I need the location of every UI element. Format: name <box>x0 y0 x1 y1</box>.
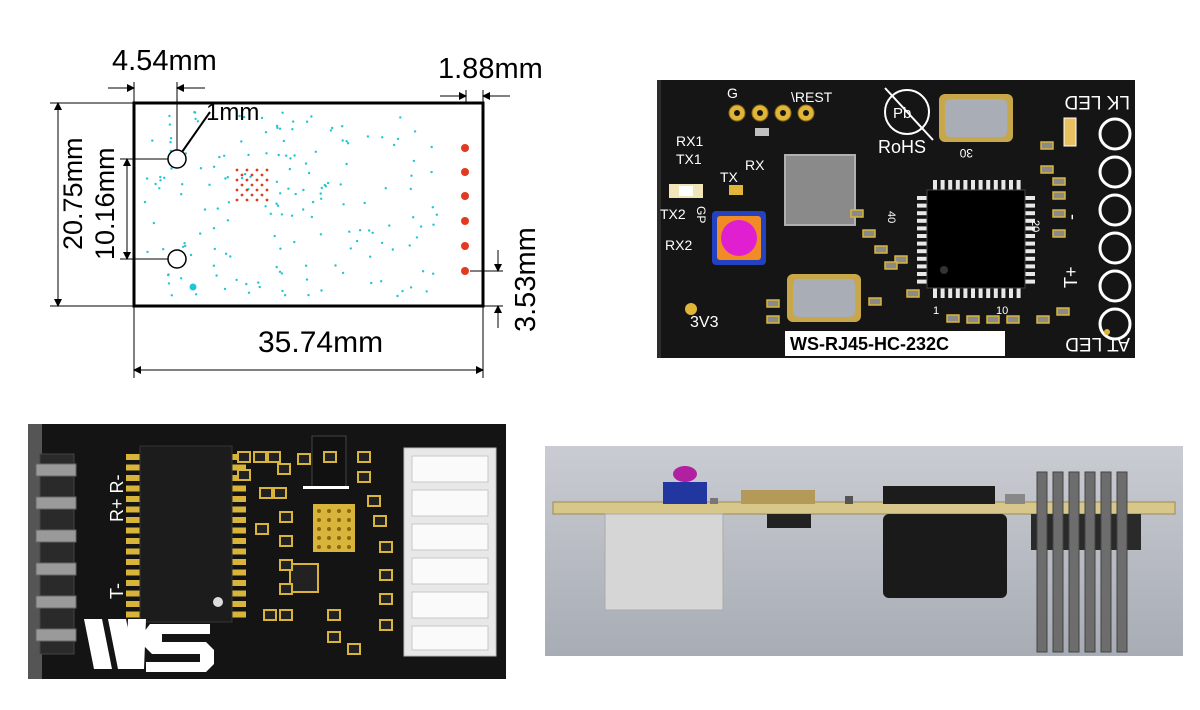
mcu-chip <box>784 154 856 226</box>
dim-height: 20.75mm <box>58 137 88 250</box>
label-gp: GP <box>694 206 708 223</box>
dimension-drawing: 4.54mm 1.88mm 1mm 20.75mm 10.16mm 3.53mm… <box>0 0 600 390</box>
ethernet-chip <box>917 180 1035 298</box>
side-view-svg <box>545 446 1183 656</box>
label-1: 1 <box>933 305 939 317</box>
svg-text:Pb: Pb <box>893 105 911 122</box>
label-at-led: AT LED <box>1065 333 1130 354</box>
label-lk-led: LK LED <box>1065 91 1130 112</box>
dim-pin-offset: 3.53mm <box>510 227 542 332</box>
board-name: WS-RJ45-HC-232C <box>790 334 949 354</box>
rohs-pb-icon <box>884 87 934 141</box>
chip-dots <box>235 168 269 202</box>
side-pin-header <box>1031 471 1141 653</box>
label-minus: - <box>1061 214 1081 220</box>
rs232-transceiver-chip <box>126 445 246 623</box>
dim-left-offset: 4.54mm <box>112 45 217 77</box>
pcb-bottom-svg: R+ R- T- <box>28 424 506 679</box>
dim-width: 35.74mm <box>258 326 383 359</box>
pcb-top-render: G \REST Pb RoHS 30 LK LED T+ - AT LED RX… <box>657 80 1135 358</box>
label-rest: \REST <box>791 89 833 105</box>
pin-column <box>461 144 469 275</box>
label-tx1: TX1 <box>676 151 702 167</box>
label-rohs: RoHS <box>878 137 926 157</box>
dim-right-offset: 1.88mm <box>438 53 543 85</box>
label-tplus: T+ <box>1061 266 1081 288</box>
side-view-render <box>545 446 1183 656</box>
mount-hole-bottom <box>167 249 187 269</box>
ws-logo <box>84 619 214 672</box>
dimension-drawing-svg: 4.54mm 1.88mm 1mm 20.75mm 10.16mm 3.53mm… <box>50 45 543 378</box>
label-3v3: 3V3 <box>690 314 719 331</box>
dim-hole-spacing: 10.16mm <box>90 147 120 260</box>
side-rj45 <box>604 513 724 611</box>
label-20: 20 <box>1029 220 1041 232</box>
label-40: 40 <box>885 211 897 223</box>
via-dots <box>143 111 438 298</box>
label-rx: RX <box>745 157 765 173</box>
label-tminus: T- <box>107 583 127 599</box>
smd-components-bottom <box>237 451 393 655</box>
mount-hole-top <box>167 149 187 169</box>
label-tx2: TX2 <box>660 206 686 222</box>
label-g: G <box>727 85 738 101</box>
board-outline <box>132 101 485 308</box>
board-name-plate <box>785 331 1005 356</box>
label-30: 30 <box>959 146 973 160</box>
rj45-connector-bottom <box>403 447 497 657</box>
label-rx1: RX1 <box>676 133 703 149</box>
smd-components <box>766 141 1070 324</box>
dim-hole: 1mm <box>206 99 259 126</box>
pin-header-right <box>1098 117 1132 341</box>
pcb-bottom-render: R+ R- T- <box>28 424 506 679</box>
pin-header-left <box>35 453 77 655</box>
label-rplus-rminus: R+ R- <box>107 474 127 522</box>
reset-button <box>712 211 766 265</box>
side-board <box>552 501 1176 515</box>
pcb-top-svg: G \REST Pb RoHS 30 LK LED T+ - AT LED RX… <box>657 80 1135 358</box>
label-tx: TX <box>720 169 739 185</box>
label-10: 10 <box>996 305 1008 317</box>
label-rx2: RX2 <box>665 237 692 253</box>
